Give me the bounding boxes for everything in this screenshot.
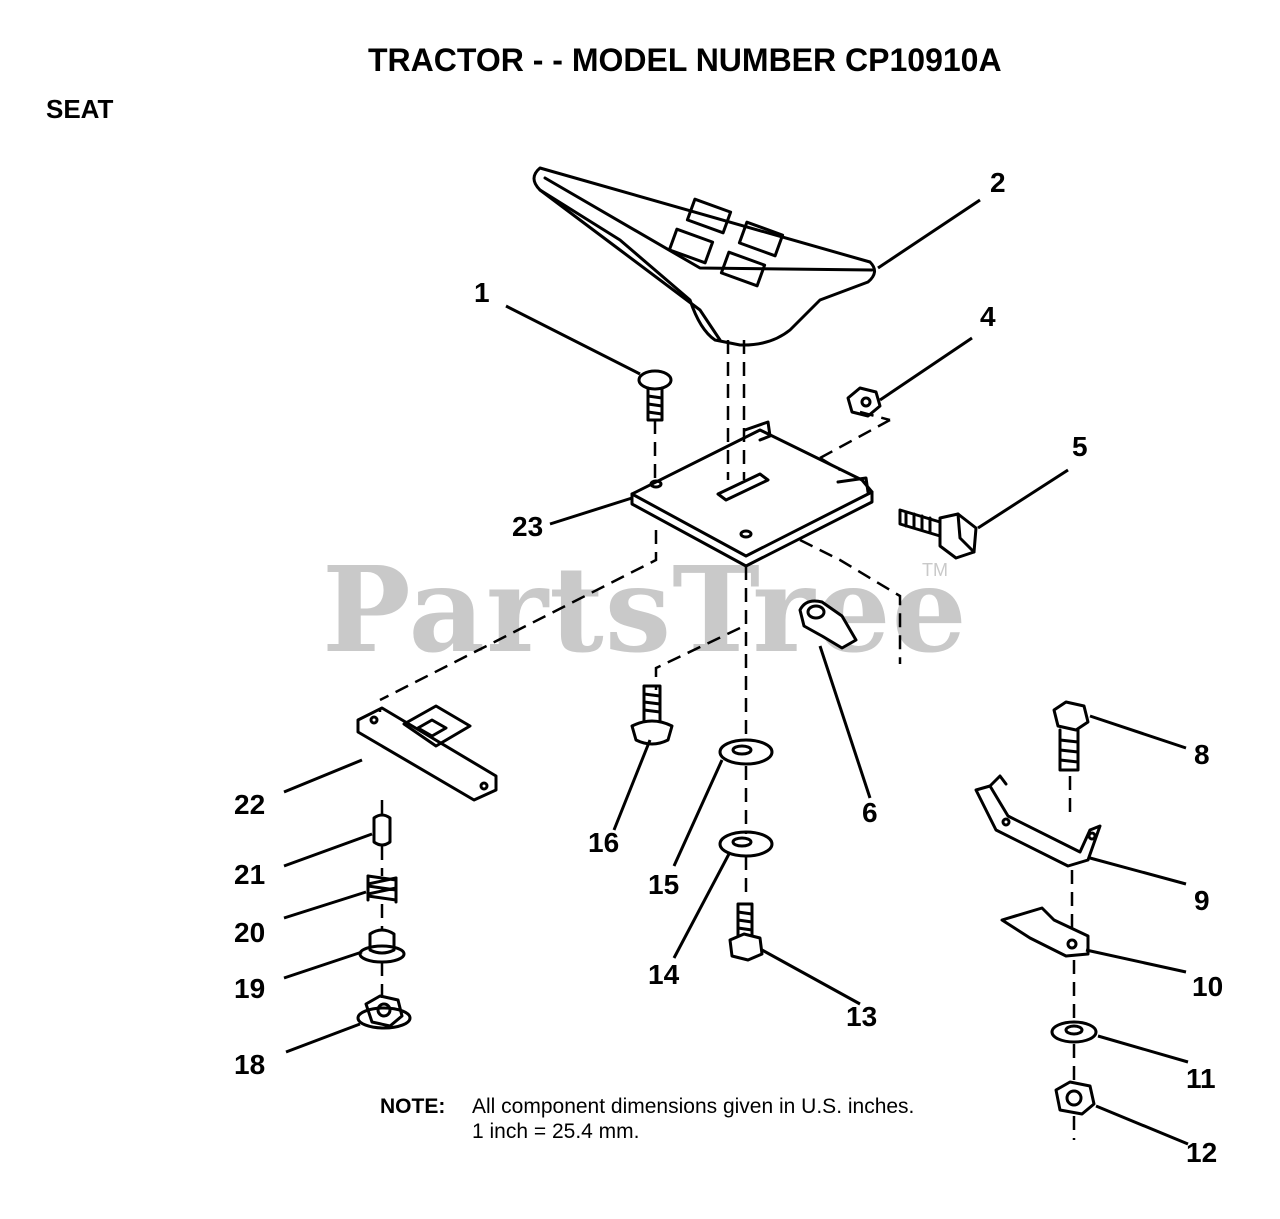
callout-20[interactable]: 20	[234, 917, 265, 948]
callout-11[interactable]: 11	[1186, 1063, 1216, 1094]
note-line-1: All component dimensions given in U.S. i…	[472, 1095, 915, 1118]
bracket-part[interactable]	[974, 774, 1102, 868]
flange-nut-part[interactable]	[356, 994, 412, 1030]
slide-track-part[interactable]	[356, 704, 498, 802]
callout-4[interactable]: 4	[980, 301, 996, 332]
callout-12[interactable]: 12	[1186, 1137, 1217, 1168]
callout-14[interactable]: 14	[648, 959, 680, 990]
callout-18[interactable]: 18	[234, 1049, 265, 1080]
callout-13[interactable]: 13	[846, 1001, 877, 1032]
latch-plate-part[interactable]	[1000, 906, 1090, 958]
bushing-part[interactable]	[358, 928, 406, 964]
lock-washer-part[interactable]	[718, 830, 774, 858]
hex-bolt-part[interactable]	[898, 508, 978, 560]
note-line-2: 1 inch = 25.4 mm.	[472, 1120, 640, 1143]
seat-part[interactable]	[532, 166, 876, 347]
washer-part[interactable]	[718, 738, 774, 766]
seat-clip-part[interactable]	[798, 599, 858, 650]
callout-10[interactable]: 10	[1192, 971, 1223, 1002]
callout-15[interactable]: 15	[648, 869, 679, 900]
callout-6[interactable]: 6	[862, 797, 878, 828]
hex-bolt-8-part[interactable]	[1052, 700, 1090, 772]
watermark-trademark: TM	[922, 560, 948, 580]
dimension-note: NOTE: All component dimensions given in U…	[380, 1094, 914, 1144]
pin-part[interactable]	[372, 813, 392, 847]
callout-23[interactable]: 23	[512, 511, 543, 542]
callout-22[interactable]: 22	[234, 789, 265, 820]
carriage-bolt-part[interactable]	[637, 369, 673, 422]
callout-21[interactable]: 21	[234, 859, 265, 890]
washer-11-part[interactable]	[1050, 1020, 1098, 1044]
callout-19[interactable]: 19	[234, 973, 265, 1004]
callout-16[interactable]: 16	[588, 827, 619, 858]
hex-nut-part[interactable]	[846, 386, 882, 418]
section-title: SEAT	[46, 94, 114, 124]
flange-bolt-part[interactable]	[630, 684, 674, 746]
seat-pan-part[interactable]	[630, 420, 874, 568]
page-title: TRACTOR - - MODEL NUMBER CP10910A	[368, 42, 1002, 78]
hex-bolt-13-part[interactable]	[728, 902, 764, 962]
callout-1[interactable]: 1	[474, 277, 490, 308]
callout-8[interactable]: 8	[1194, 739, 1210, 770]
callout-5[interactable]: 5	[1072, 431, 1088, 462]
lock-nut-part[interactable]	[1054, 1080, 1096, 1116]
callout-2[interactable]: 2	[990, 167, 1006, 198]
note-label: NOTE:	[380, 1095, 446, 1118]
watermark: PartsTree	[322, 540, 968, 679]
spring-part[interactable]	[366, 874, 398, 904]
callout-9[interactable]: 9	[1194, 885, 1210, 916]
